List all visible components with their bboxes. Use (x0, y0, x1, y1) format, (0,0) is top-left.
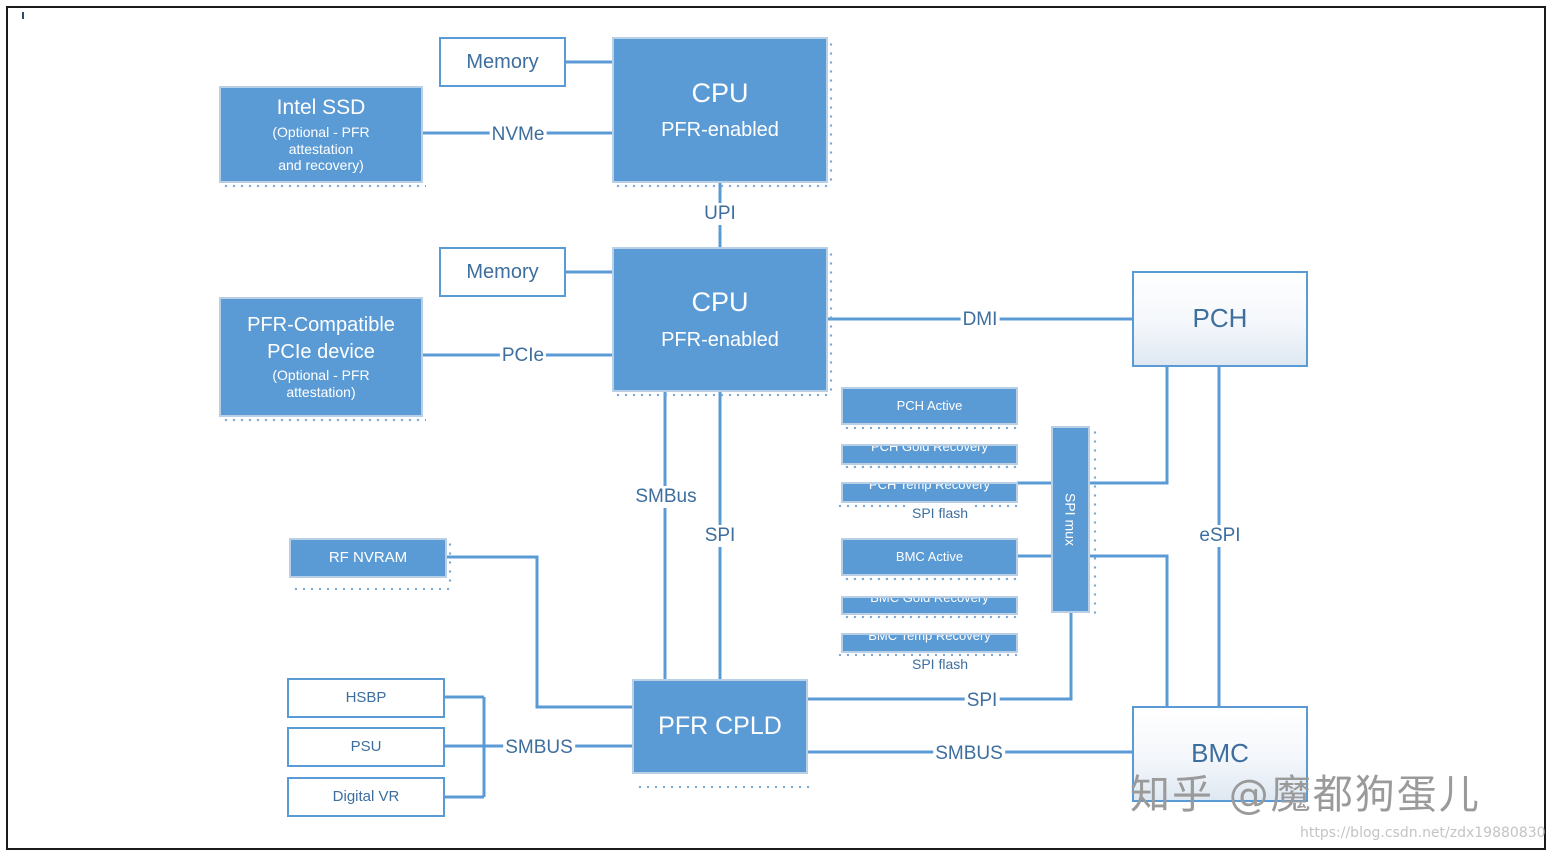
cpu-bottom-subtitle: PFR-enabled (661, 328, 779, 351)
smbus-cpu-label: SMBus (633, 486, 699, 508)
pch-box: PCH (1132, 271, 1308, 367)
shadow-dots (829, 250, 833, 393)
shadow-dots (829, 40, 833, 184)
intel-ssd-note: (Optional - PFR (272, 124, 370, 141)
bmc-active-label: BMC Active (895, 548, 964, 564)
shadow-dots (843, 426, 1019, 430)
spi-cpld-link (807, 612, 1073, 701)
memory-top-box: Memory (439, 37, 566, 87)
memory-bottom-box: Memory (439, 247, 566, 297)
rf-nvram-label: RF NVRAM (328, 549, 408, 567)
rf-nvram-box: RF NVRAM (289, 538, 447, 578)
shadow-dots (448, 540, 452, 588)
pcie-device-box: PFR-Compatible PCIe device (Optional - P… (219, 297, 423, 417)
intel-ssd-note: and recovery) (278, 156, 364, 173)
mux-bmc-link (1089, 554, 1169, 707)
hsbp-box: HSBP (287, 678, 445, 718)
pcie-device-note: attestation) (286, 383, 356, 400)
digital-vr-box: Digital VR (287, 777, 445, 817)
shadow-dots (292, 587, 454, 591)
spi-cpu-label: SPI (702, 525, 738, 547)
bmc-label: BMC (1191, 738, 1249, 769)
dmi-label: DMI (960, 309, 1000, 331)
pcie-device-title: PCIe device (267, 341, 375, 364)
pch-gold-label: PCH Gold Recovery (870, 444, 989, 455)
shadow-dots (614, 393, 830, 397)
pcie-device-title: PFR-Compatible (247, 314, 395, 337)
memory-top-label: Memory (466, 50, 539, 73)
diagram-frame (6, 6, 1546, 850)
memory-bottom-label: Memory (466, 260, 539, 283)
cpu-top-title: CPU (691, 77, 749, 108)
hsbp-label: HSBP (345, 689, 387, 707)
cpu-bottom-box: CPU PFR-enabled (612, 247, 828, 392)
shadow-dots (636, 785, 812, 789)
bmc-temp-flash: BMC Temp Recovery (841, 633, 1018, 653)
spi-cpld-label: SPI (964, 690, 1000, 712)
nvme-label: NVMe (489, 124, 547, 146)
pch-temp-label: PCH Temp Recovery (868, 482, 991, 493)
espi-label: eSPI (1197, 525, 1243, 547)
pch-label: PCH (1192, 303, 1248, 334)
shadow-dots (843, 465, 1019, 469)
bmc-flash-caption: SPI flash (908, 656, 972, 672)
pcie-device-note: (Optional - PFR (272, 367, 370, 384)
pcie-label: PCIe (499, 345, 547, 367)
shadow-dots (222, 184, 426, 188)
shadow-dots (843, 577, 1019, 581)
intel-ssd-title: Intel SSD (276, 96, 366, 120)
pch-flash-caption: SPI flash (908, 505, 972, 521)
smbus-peripherals-label: SMBUS (503, 737, 575, 759)
pch-active-flash: PCH Active (841, 387, 1018, 425)
bmc-gold-flash: BMC Gold Recovery (841, 596, 1018, 615)
pch-mux-link (1089, 367, 1169, 485)
pch-gold-flash: PCH Gold Recovery (841, 444, 1018, 465)
shadow-dots (222, 418, 426, 422)
spi-mux-label: SPI mux (1062, 493, 1079, 546)
cpu-top-box: CPU PFR-enabled (612, 37, 828, 183)
pfr-cpld-label: PFR CPLD (658, 712, 782, 741)
cpu-bottom-title: CPU (691, 287, 749, 318)
shadow-dots (614, 184, 830, 188)
bmc-box: BMC (1132, 706, 1308, 802)
intel-ssd-note: attestation (288, 140, 354, 157)
digital-vr-label: Digital VR (332, 788, 400, 806)
watermark-text: 知乎 @魔都狗蛋儿 (1130, 772, 1481, 818)
psu-box: PSU (287, 727, 445, 767)
source-url-text: https://blog.csdn.net/zdx19880830 (1300, 825, 1546, 841)
cpu-top-subtitle: PFR-enabled (661, 119, 779, 142)
intel-ssd-box: Intel SSD (Optional - PFR attestation an… (219, 86, 423, 183)
bmc-active-flash: BMC Active (841, 538, 1018, 576)
spi-mux-box: SPI mux (1051, 426, 1090, 613)
rf-nvram-link (446, 555, 633, 709)
shadow-dots (836, 653, 1021, 657)
bmc-gold-label: BMC Gold Recovery (870, 596, 989, 606)
pfr-cpld-box: PFR CPLD (632, 679, 808, 774)
pch-active-label: PCH Active (896, 397, 963, 413)
pch-temp-flash: PCH Temp Recovery (841, 482, 1018, 503)
psu-label: PSU (350, 738, 382, 756)
shadow-dots (843, 615, 1019, 619)
smbus-bmc-label: SMBUS (933, 743, 1005, 765)
upi-label: UPI (702, 203, 738, 225)
bmc-temp-label: BMC Temp Recovery (868, 633, 991, 643)
corner-mark (22, 12, 24, 19)
shadow-dots (1093, 428, 1097, 620)
